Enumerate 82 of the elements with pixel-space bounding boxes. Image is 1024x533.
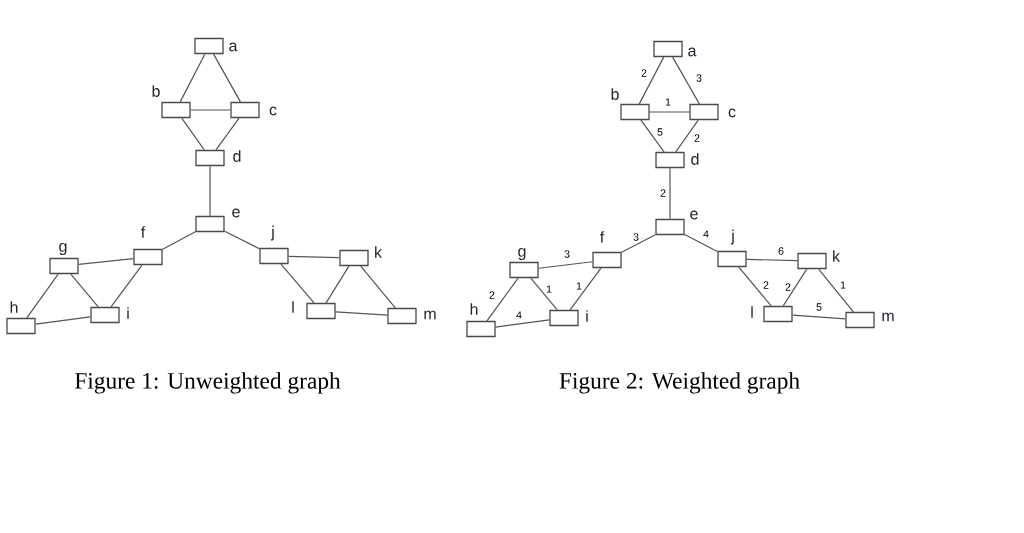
edge-line xyxy=(672,56,700,105)
edge-line xyxy=(782,268,808,307)
edge-line xyxy=(179,53,206,103)
node-label: g xyxy=(59,243,67,255)
edge-label: 1 xyxy=(545,284,553,294)
edge-line xyxy=(649,111,690,113)
node-label: i xyxy=(586,310,588,322)
edge-line xyxy=(675,119,699,153)
edge-label: 1 xyxy=(839,280,847,290)
edge-line xyxy=(818,268,854,313)
edge-label: 2 xyxy=(640,68,648,78)
node-label: e xyxy=(232,208,240,218)
node-label: c xyxy=(728,108,736,118)
node-label: e xyxy=(690,210,698,220)
edge-line xyxy=(288,255,340,259)
figure-caption: Figure 2: Weighted graph xyxy=(559,372,800,394)
edge-line xyxy=(684,233,718,253)
node-label: f xyxy=(600,231,605,243)
node-label: i xyxy=(127,307,129,319)
edge-label: 2 xyxy=(784,282,792,292)
edge-label: 6 xyxy=(777,246,785,256)
edge-line xyxy=(486,277,519,322)
node-label: f xyxy=(141,226,146,238)
edge-line xyxy=(110,264,143,308)
edge-line xyxy=(35,316,91,325)
edge-label: 5 xyxy=(815,302,823,312)
node-label: h xyxy=(470,303,478,315)
edge-label: 1 xyxy=(664,97,672,107)
node-label: g xyxy=(518,248,526,260)
figure-caption: Figure 1: Unweighted graph xyxy=(74,372,341,394)
edge-label: 2 xyxy=(488,290,496,300)
edge-line xyxy=(746,258,798,262)
edge-label: 2 xyxy=(659,188,667,198)
node-label: a xyxy=(688,47,697,57)
edge-line xyxy=(224,230,260,250)
edge-line xyxy=(78,257,134,266)
node-label: j xyxy=(730,229,734,245)
edge-line xyxy=(792,314,846,320)
edge-line xyxy=(621,234,656,253)
node-label: c xyxy=(269,106,277,116)
edge-line xyxy=(162,231,196,250)
edge-line xyxy=(495,319,550,328)
edge-line xyxy=(209,165,211,217)
edge-label: 3 xyxy=(632,232,640,242)
edge-line xyxy=(181,117,205,151)
node-label: d xyxy=(233,150,241,162)
node-label: b xyxy=(611,88,619,100)
edge-label: 4 xyxy=(515,310,523,320)
edge-line xyxy=(669,167,671,220)
node-label: l xyxy=(751,306,753,318)
node-label: k xyxy=(375,246,382,258)
edge-line xyxy=(70,273,99,308)
edge-line xyxy=(215,117,240,151)
edge-line xyxy=(335,311,388,316)
edge-label: 3 xyxy=(695,73,703,83)
node-label: j xyxy=(270,225,274,241)
node-label: l xyxy=(292,301,294,313)
edge-line xyxy=(538,261,593,269)
node-label: a xyxy=(229,42,238,52)
edge-line xyxy=(26,273,59,319)
edge-line xyxy=(640,119,665,153)
edge-label: 4 xyxy=(702,229,710,239)
node-label: b xyxy=(152,85,160,97)
edge-line xyxy=(325,265,350,304)
node-label: k xyxy=(833,250,841,262)
edge-label: 2 xyxy=(693,133,701,143)
edge-line xyxy=(213,53,241,103)
edge-label: 1 xyxy=(575,281,583,291)
edge-line xyxy=(738,266,772,307)
node-label: d xyxy=(691,153,699,165)
edge-line xyxy=(569,267,602,311)
edge-line xyxy=(530,277,558,311)
edge-line xyxy=(280,263,315,304)
node-label: m xyxy=(424,310,436,320)
edge-line xyxy=(360,265,396,309)
node-label: m xyxy=(882,312,894,322)
edge-label: 2 xyxy=(762,280,770,290)
edge-label: 3 xyxy=(563,249,571,259)
edge-label: 5 xyxy=(656,127,664,137)
edge-line xyxy=(190,109,231,111)
edge-line xyxy=(638,56,665,105)
node-label: h xyxy=(10,301,18,313)
